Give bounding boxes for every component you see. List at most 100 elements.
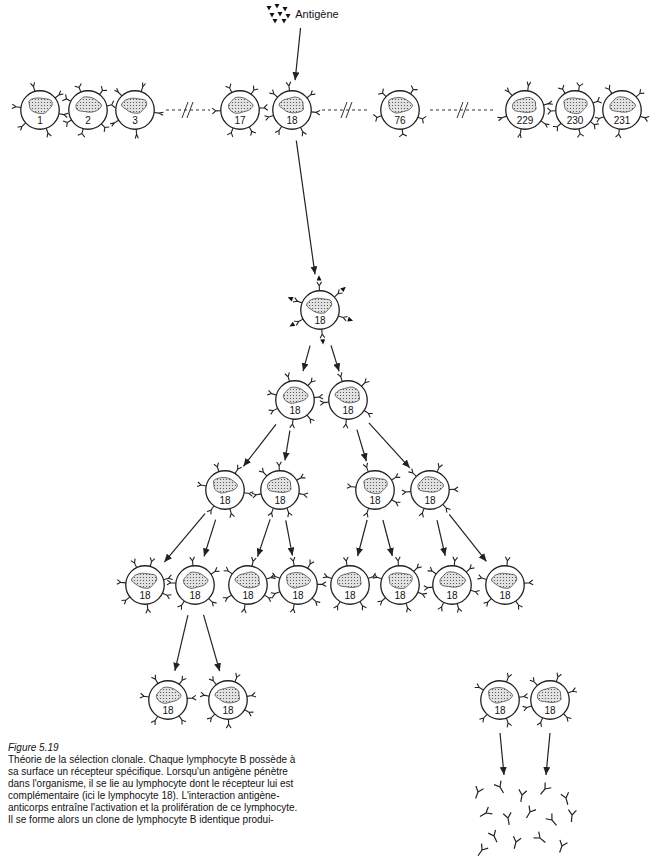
nucleus [388,98,412,114]
bound-antigen [347,317,353,322]
receptor [524,580,533,585]
nucleus [283,387,308,403]
antigen-particle [278,12,283,17]
receptor [338,316,347,321]
cell-number: 3 [132,115,138,130]
receptor [151,675,158,684]
cell-number: 18 [286,115,297,130]
nucleus [307,298,332,313]
receptor [595,117,604,123]
receptor [297,474,306,480]
antibody [475,844,488,858]
antibody [556,840,568,854]
receptor [479,714,487,722]
dashed-gap [166,110,210,111]
receptor [214,463,219,472]
receptor [290,557,295,566]
cell-membrane [481,681,520,720]
receptor [75,84,82,93]
receptor [251,86,258,95]
receptor [527,82,530,91]
lymphocyte-cell: 2 [68,90,108,130]
division-arrow [295,28,300,80]
receptor [264,116,273,121]
receptor [392,500,401,506]
receptor [200,692,209,697]
receptor [406,603,411,612]
antigen-particle [273,19,278,24]
antibody [546,814,560,828]
receptor [320,329,325,338]
division-arrow [175,615,188,671]
receptor [343,419,348,428]
nucleus [389,573,412,589]
nucleus [156,687,181,703]
lymphocyte-cell: 229 [505,90,545,130]
receptor [110,120,119,126]
receptor [211,567,220,574]
cell-number: 17 [234,115,245,130]
receptor [453,557,458,566]
cell-number: 18 [314,315,325,330]
nucleus [228,97,253,113]
receptor [320,401,329,406]
receptor [267,390,276,395]
receptor [12,104,21,108]
receptor [577,82,583,91]
lymphocyte-cell: 18 [260,470,300,510]
receptor [286,82,291,91]
cell-membrane [331,566,370,605]
nucleus [610,97,636,112]
receptor [364,411,373,418]
figure-caption: Théorie de la sélection clonale. Chaque … [8,754,304,826]
receptor [438,602,444,611]
bound-antigen [288,297,294,302]
lymphocyte-cell: 18 [125,565,165,605]
receptor [177,601,184,610]
receptor [63,120,71,127]
antigen-particle [275,4,280,9]
receptor [154,112,163,115]
receptor [483,599,491,607]
receptor [334,602,341,611]
receptor [498,116,507,121]
receptor [553,123,561,131]
cell-membrane [411,471,450,510]
lymphocyte-cell: 18 [355,470,395,510]
cell-membrane [126,566,165,605]
receptor [506,718,511,727]
receptor [636,89,644,97]
cell-number: 18 [162,705,173,720]
receptor [507,673,512,682]
receptor [558,85,565,94]
nucleus [286,573,310,589]
division-arrow [449,514,486,561]
receptor [347,484,356,489]
receptor [378,89,386,97]
cell-number: 229 [517,115,534,130]
lymphocyte-cell: 18 [175,565,215,605]
receptor [18,123,26,131]
cell-membrane [116,91,155,130]
receptor [312,598,320,606]
lymphocyte-cell: 18 [228,565,268,605]
receptor [505,557,510,566]
lymphocyte-cell: 18 [328,380,368,420]
lymphocyte-cell: 18 [208,680,248,720]
bound-antigen [317,275,322,280]
cell-membrane [381,91,420,130]
cell-membrane [273,91,312,130]
antigen-particle [282,19,287,24]
cell-membrane [301,291,340,330]
cell-number: 18 [424,495,435,510]
cell-membrane [506,91,545,130]
nucleus [279,97,303,113]
division-arrow [243,424,276,466]
lymphocyte-cell: 18 [432,565,472,605]
receptor [226,84,232,93]
cell-number: 18 [222,705,233,720]
receptor [361,378,369,386]
